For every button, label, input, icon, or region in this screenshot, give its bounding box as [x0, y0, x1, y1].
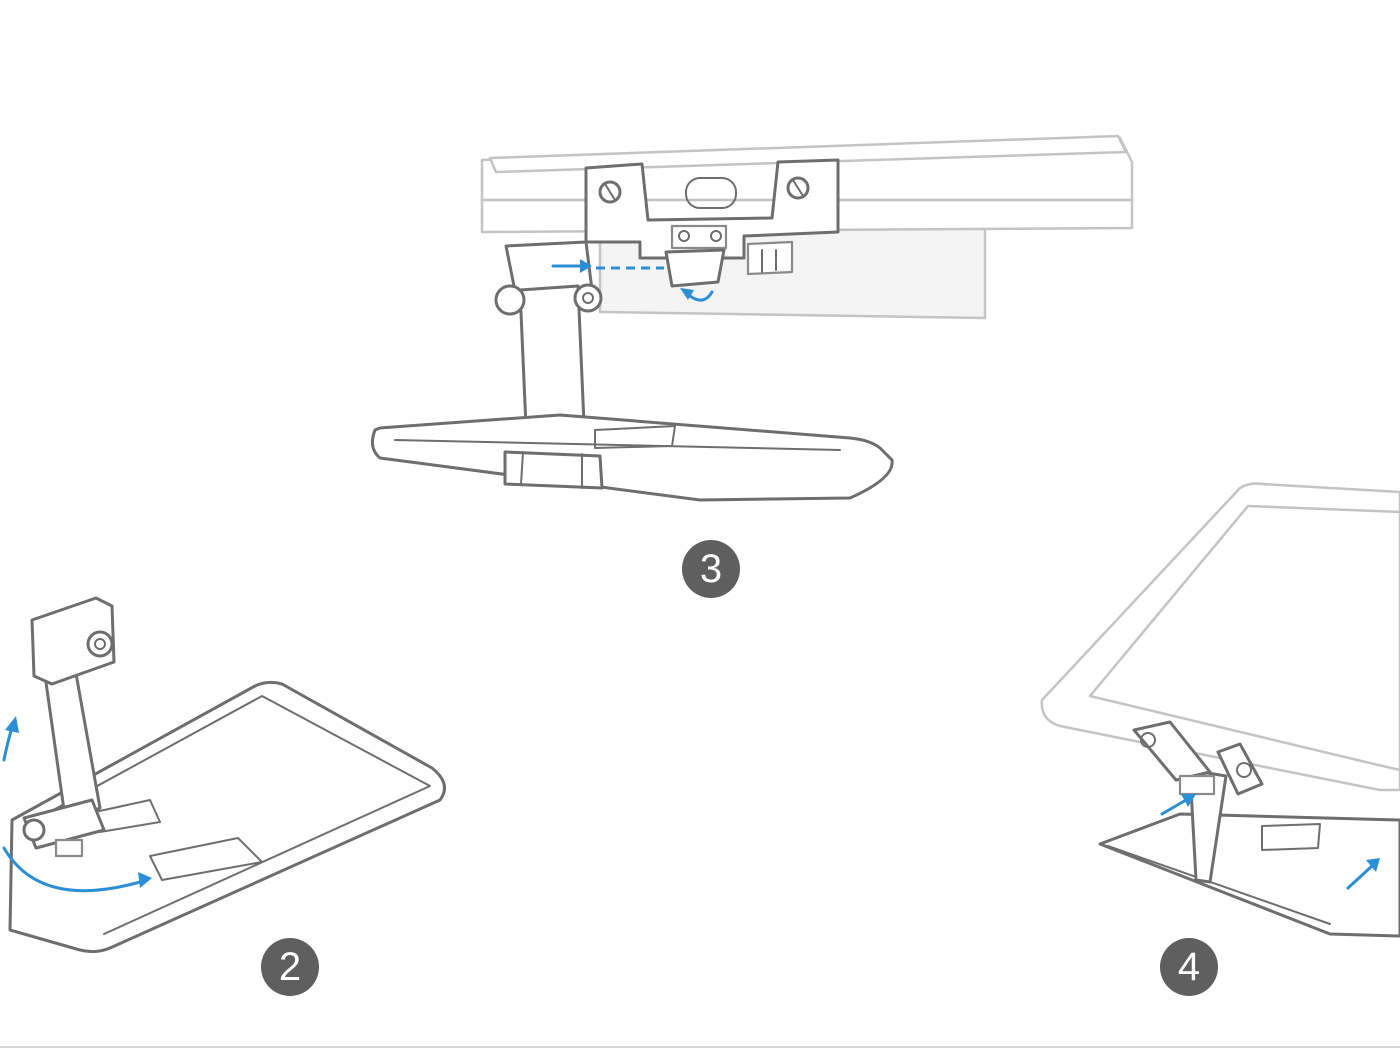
step-3-number: 3 [699, 547, 723, 591]
stand-base-step2 [8, 680, 446, 954]
step-4-number: 4 [1177, 945, 1201, 989]
insert-arrow-icon [551, 259, 664, 273]
device-housing-top [488, 134, 1128, 174]
stand-pivot-right-icon [573, 283, 603, 313]
bottom-divider [0, 1046, 1400, 1048]
step-3-badge: 3 [682, 540, 740, 598]
mounting-bracket [584, 158, 840, 260]
base-recess [594, 425, 676, 449]
step-4-badge: 4 [1160, 938, 1218, 996]
swing-arrow-icon [2, 846, 152, 893]
latch-hook [664, 248, 726, 288]
step-2-illustration [2, 596, 446, 954]
stand-hinge [503, 450, 604, 490]
rotate-arrow-icon [680, 288, 714, 302]
stand-arm-step4 [1188, 768, 1228, 884]
stand-base [370, 413, 894, 502]
step-2-number: 2 [278, 945, 302, 989]
tablet-screen [1088, 504, 1400, 772]
side-clip [746, 240, 794, 276]
bracket-slot [685, 177, 737, 209]
step-2-badge: 2 [261, 938, 319, 996]
step-4-illustration [1040, 482, 1400, 938]
base-recess-step2 [149, 837, 263, 881]
push-arrow-right-icon [1346, 858, 1380, 890]
stand-base-step4 [1098, 812, 1400, 938]
base-recess-step4 [1261, 823, 1321, 851]
stand-head-step2 [30, 596, 116, 686]
stand-pivot-left [494, 284, 526, 316]
stand-pivot-step2-icon [86, 630, 114, 658]
lift-arrow-icon [2, 716, 19, 762]
stand-bracket-step4-right [1216, 742, 1264, 796]
push-arrow-left-icon [1160, 794, 1196, 816]
step-3-illustration [370, 134, 1134, 502]
